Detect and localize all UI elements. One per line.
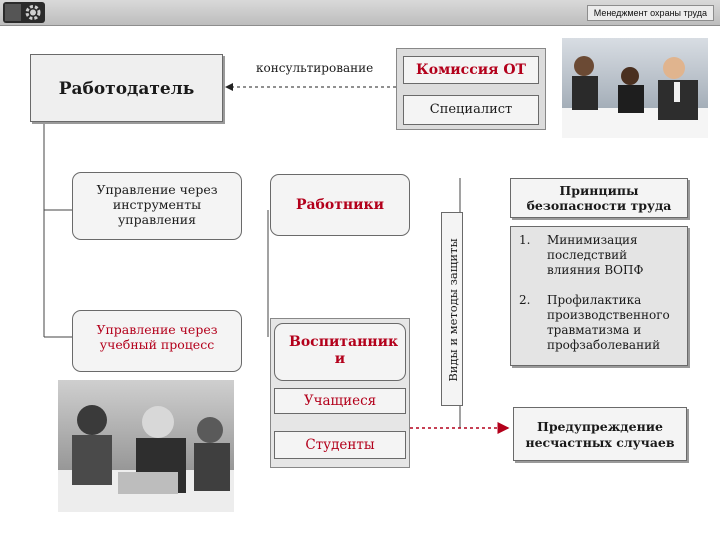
principle-text: Профилактика производственного травматиз… (547, 293, 670, 352)
pupils-box: Воспитанник и (274, 323, 406, 381)
schoolchildren-box: Учащиеся (274, 388, 406, 414)
principles-title-box: Принципы безопасности труда (510, 178, 688, 218)
management-tools-box: Управление через инструменты управления (72, 172, 242, 240)
management-training-box: Управление через учебный процесс (72, 310, 242, 372)
specialist-box: Специалист (403, 95, 539, 125)
prevention-label: Предупреждение несчастных случаев (525, 419, 675, 450)
principle-number: 1. (519, 233, 531, 247)
principle-number: 2. (519, 293, 531, 307)
employer-box: Работодатель (30, 54, 223, 122)
prevention-box: Предупреждение несчастных случаев (513, 407, 687, 461)
principle-text: Минимизация последствий влияния ВОПФ (547, 233, 644, 277)
workers-label: Работники (295, 197, 385, 213)
meeting-photo (562, 38, 708, 138)
specialist-label: Специалист (429, 102, 513, 117)
consulting-label: консультирование (256, 61, 374, 75)
schoolchildren-label: Учащиеся (303, 393, 377, 409)
vertical-label: Виды и методы защиты (446, 238, 460, 382)
students-box: Студенты (274, 431, 406, 459)
gear-icon (25, 5, 41, 20)
pupils-label: Воспитанник и (289, 334, 399, 367)
vertical-label-box: Виды и методы защиты (441, 212, 463, 406)
employer-label: Работодатель (58, 79, 195, 99)
header-title: Менеджмент охраны труда (586, 5, 714, 21)
logo (3, 2, 45, 23)
commission-box: Комиссия ОТ (403, 56, 539, 84)
management-training-label: Управление через учебный процесс (96, 322, 218, 352)
workers-box: Работники (270, 174, 410, 236)
principles-title: Принципы безопасности труда (526, 183, 672, 213)
students-photo (58, 380, 234, 512)
management-tools-label: Управление через инструменты управления (96, 182, 218, 227)
principles-list: 1. Минимизация последствий влияния ВОПФ … (510, 226, 688, 366)
students-label: Студенты (305, 437, 375, 453)
commission-label: Комиссия ОТ (416, 62, 526, 78)
